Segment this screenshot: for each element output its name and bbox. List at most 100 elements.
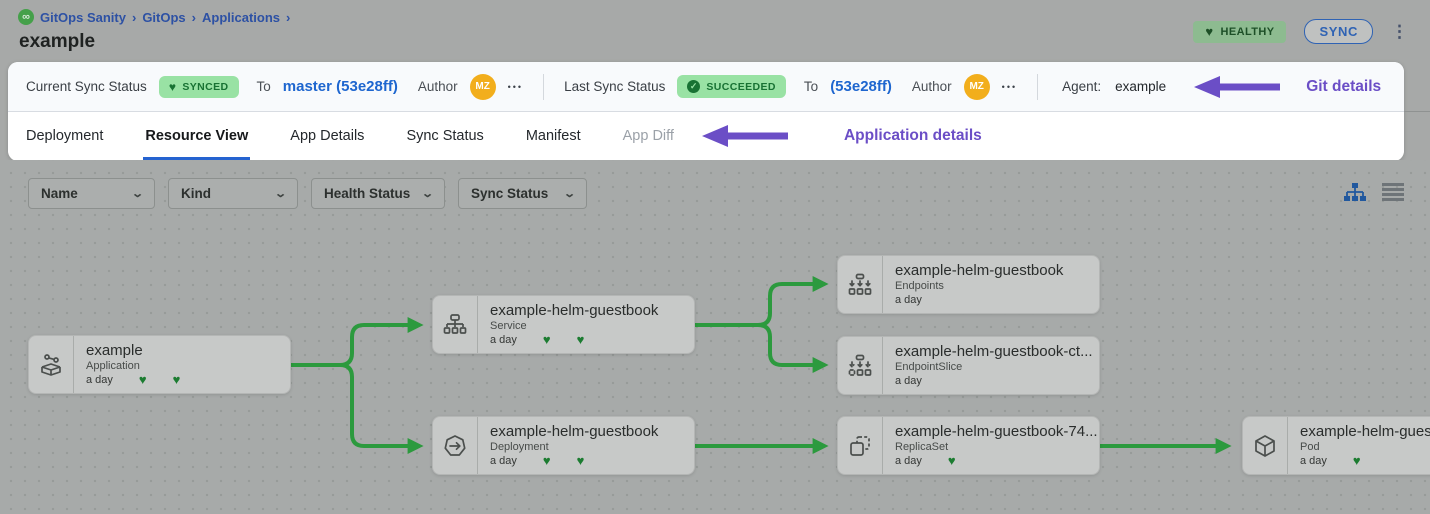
tab-app-details[interactable]: App Details [290,128,365,144]
filter-kind-dropdown[interactable]: Kind ⌄ [168,178,298,209]
divider-extension [1404,111,1430,112]
agent-value: example [1115,79,1167,94]
node-kind: Service [490,320,527,332]
author-label: Author [417,79,458,94]
filter-sync-status-dropdown[interactable]: Sync Status ⌄ [458,178,587,209]
breadcrumb-link-applications[interactable]: Applications [202,9,281,25]
node-application-example[interactable]: example Application a day ♥ ♥ [28,335,291,394]
tab-manifest[interactable]: Manifest [525,128,581,144]
sync-status-bar: Current Sync Status ♥ SYNCED To master (… [8,62,1404,112]
to-label: To [803,79,819,94]
filter-name-dropdown[interactable]: Name ⌄ [28,178,155,209]
vertical-divider [1037,73,1039,100]
replicaset-icon [850,435,870,456]
filter-label: Name [41,186,78,201]
node-name: example-helm-guestbook-ct... [895,343,1093,360]
node-name: example [86,342,143,359]
breadcrumb-separator: › [191,9,196,25]
node-age: a day [895,455,922,467]
author-avatar[interactable]: MZ [469,73,496,100]
node-deployment-example-helm-guestbook[interactable]: example-helm-guestbook Deployment a day … [432,416,695,475]
node-kind: Endpoints [895,280,944,292]
more-options-icon[interactable]: ••• [1001,81,1018,92]
annotation-arrow-left-icon [1194,75,1281,98]
health-heart-icon: ♥ [576,453,585,468]
synced-badge-label: SYNCED [182,80,229,93]
filter-health-status-dropdown[interactable]: Health Status ⌄ [311,178,445,209]
tab-deployment[interactable]: Deployment [26,128,104,144]
node-pod-example-helm-guest[interactable]: example-helm-guest Pod a day ♥ [1242,416,1430,475]
health-status-badge: ♥ HEALTHY [1193,20,1287,43]
agent-label: Agent: [1062,79,1102,94]
node-kind: Deployment [490,441,549,453]
chevron-down-icon: ⌄ [420,188,434,200]
succeeded-badge-label: SUCCEEDED [706,80,776,93]
node-name: example-helm-guest [1300,423,1430,440]
more-options-icon[interactable]: ••• [507,81,524,92]
node-age: a day [490,455,517,467]
tabs-bar: Deployment Resource View App Details Syn… [8,112,1404,160]
filter-label: Health Status [324,186,411,201]
git-details-annotation: Git details [1306,77,1382,95]
last-commit-link[interactable]: (53e28ff) [830,78,892,95]
node-name: example-helm-guestbook [895,262,1064,279]
node-age: a day [895,294,922,306]
endpoints-icon [848,273,872,295]
filter-label: Kind [181,186,211,201]
app-details-panel: Current Sync Status ♥ SYNCED To master (… [8,62,1404,161]
health-heart-icon: ♥ [138,372,147,387]
node-endpoints-example-helm-guestbook[interactable]: example-helm-guestbook Endpoints a day [837,255,1100,314]
node-age: a day [1300,455,1327,467]
filter-label: Sync Status [471,186,549,201]
node-kind: EndpointSlice [895,361,963,373]
annotation-arrow-left-icon [701,125,788,147]
node-name: example-helm-guestbook [490,423,659,440]
current-commit-link[interactable]: master (53e28ff) [282,78,398,95]
application-details-annotation: Application details [843,127,982,144]
last-sync-status-label: Last Sync Status [564,79,666,94]
tab-sync-status[interactable]: Sync Status [406,128,484,144]
health-heart-icon: ♥ [576,332,585,347]
node-service-example-helm-guestbook[interactable]: example-helm-guestbook Service a day ♥ ♥ [432,295,695,354]
current-sync-status-label: Current Sync Status [26,79,147,94]
page-title: example [19,31,96,52]
breadcrumb-link-gitops[interactable]: GitOps [142,9,186,25]
chevron-down-icon: ⌄ [273,188,287,200]
breadcrumb-separator: › [131,9,137,25]
synced-badge: ♥ SYNCED [158,75,239,98]
health-heart-icon: ♥ [947,453,956,468]
node-replicaset-example-helm-guestbook-74[interactable]: example-helm-guestbook-74... ReplicaSet … [837,416,1100,475]
pod-icon [1255,434,1275,457]
breadcrumb: ∞ GitOps Sanity › GitOps › Applications … [18,9,290,25]
tab-app-diff[interactable]: App Diff [622,128,674,144]
heart-icon: ♥ [168,79,177,94]
top-header: ∞ GitOps Sanity › GitOps › Applications … [0,0,1430,62]
resource-graph-canvas: Name ⌄ Kind ⌄ Health Status ⌄ Sync Statu… [0,160,1430,514]
to-label: To [256,79,271,94]
service-icon [443,313,467,334]
node-age: a day [86,374,113,386]
list-view-icon[interactable] [1382,183,1404,201]
node-endpointslice-example-helm-guestbook-ct[interactable]: example-helm-guestbook-ct... EndpointSli… [837,336,1100,395]
author-avatar[interactable]: MZ [963,73,990,100]
health-heart-icon: ♥ [542,453,551,468]
node-age: a day [490,334,517,346]
node-name: example-helm-guestbook [490,302,659,319]
check-circle-icon: ✓ [687,80,701,93]
breadcrumb-separator: › [286,9,291,25]
application-icon [41,353,61,376]
node-kind: ReplicaSet [895,441,949,453]
tree-view-icon[interactable] [1344,182,1366,202]
breadcrumb-link-gitops-sanity[interactable]: GitOps Sanity [40,9,126,25]
kebab-menu-icon[interactable]: ⋮ [1391,22,1408,41]
health-heart-icon: ♥ [172,372,181,387]
health-badge-label: HEALTHY [1220,25,1275,38]
health-heart-icon: ♥ [1352,453,1361,468]
sync-button[interactable]: SYNC [1304,19,1373,44]
node-age: a day [895,375,922,387]
chevron-down-icon: ⌄ [130,188,144,200]
deployment-icon [444,434,466,456]
tab-resource-view[interactable]: Resource View [143,112,251,160]
author-label: Author [911,79,952,94]
heart-icon: ♥ [1205,24,1214,39]
